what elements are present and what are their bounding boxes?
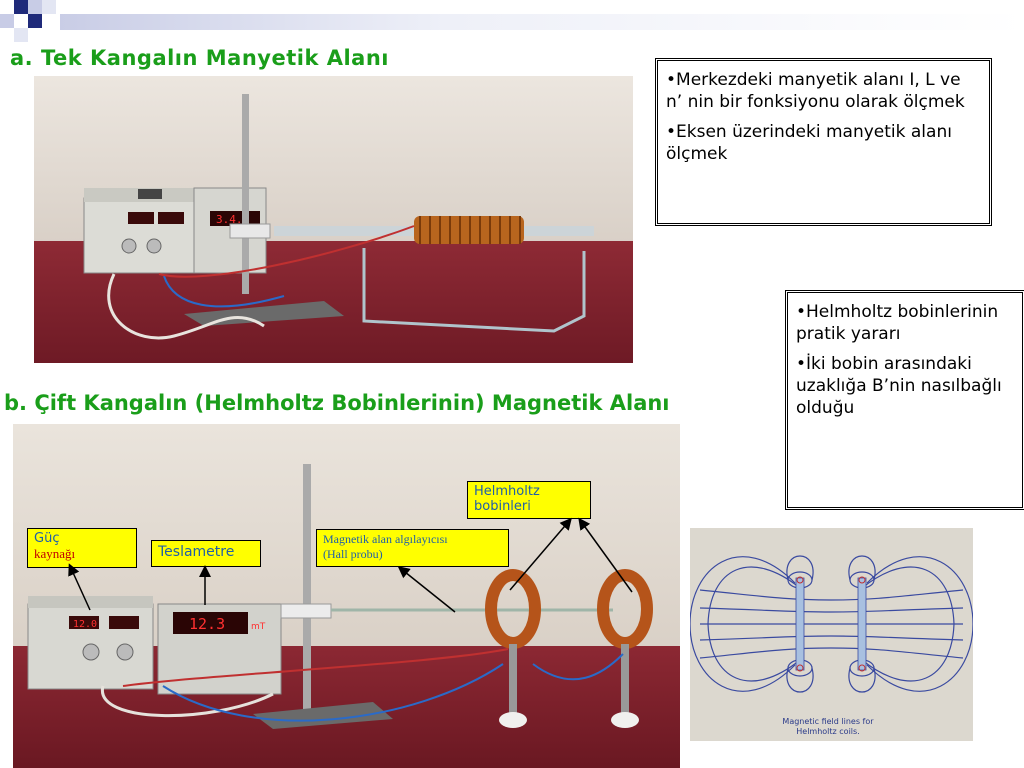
objectives-box-b: •Helmholtz bobinlerinin pratik yararı •İ…	[785, 290, 1024, 510]
section-b-title: b. Çift Kangalın (Helmholtz Bobinlerinin…	[4, 391, 670, 415]
section-a-title: a. Tek Kangalın Manyetik Alanı	[10, 46, 390, 70]
objective-item: •İki bobin arasındaki uzaklığa B’nin nas…	[796, 354, 1002, 418]
teslameter-display-a: 3.4.0	[216, 213, 249, 226]
power-display-b: 12.0	[73, 619, 97, 630]
power-supply-label: Güç kaynağı	[27, 528, 137, 568]
objective-item: •Merkezdeki manyetik alanı I, L ve n’ ni…	[666, 70, 965, 112]
teslameter-label: Teslametre	[151, 540, 261, 567]
field-lines-diagram: Magnetic field lines for Helmholtz coils…	[690, 528, 973, 741]
teslameter-unit: mT	[251, 622, 266, 632]
header-rule	[60, 14, 1024, 30]
single-coil-photo: 3.4.0	[34, 76, 633, 363]
diagram-caption: Magnetic field lines for	[782, 717, 874, 726]
helmholtz-coils-label: Helmholtz bobinleri	[467, 481, 591, 519]
corner-decoration	[0, 0, 60, 45]
diagram-caption: Helmholtz coils.	[796, 727, 859, 736]
teslameter-display-b: 12.3	[189, 615, 225, 633]
objective-item: •Helmholtz bobinlerinin pratik yararı	[796, 302, 999, 344]
objectives-box-a: •Merkezdeki manyetik alanı I, L ve n’ ni…	[655, 58, 992, 226]
objective-item: •Eksen üzerindeki manyetik alanı ölçmek	[666, 122, 952, 164]
hall-probe-label: Magnetik alan algılayıcısı (Hall probu)	[316, 529, 509, 567]
